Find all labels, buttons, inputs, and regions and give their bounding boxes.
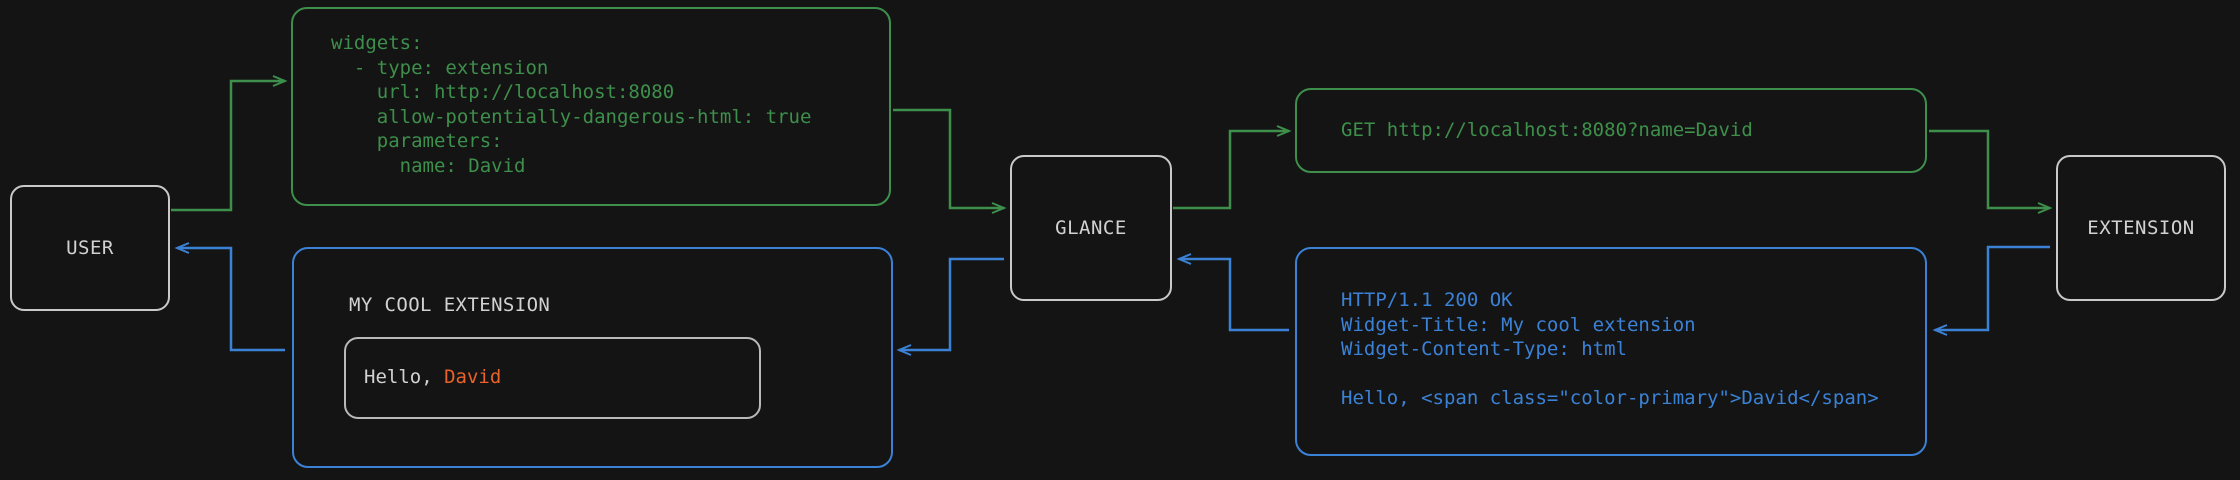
wire-glance-to-widget — [896, 257, 1004, 356]
wire-glance-to-request — [1173, 125, 1292, 210]
wire-response-to-glance — [1176, 253, 1289, 332]
wire-config-to-glance — [893, 108, 1007, 214]
widget-greeting-prefix: Hello, — [364, 366, 445, 388]
http-response-text: HTTP/1.1 200 OK Widget-Title: My cool ex… — [1341, 289, 1879, 409]
http-response-box: HTTP/1.1 200 OK Widget-Title: My cool ex… — [1295, 247, 1927, 456]
wire-extension-to-response — [1932, 245, 2050, 336]
node-glance: GLANCE — [1010, 155, 1172, 301]
yaml-config-text: widgets: - type: extension url: http://l… — [331, 32, 812, 177]
rendered-widget-box: MY COOL EXTENSION Hello, David — [292, 247, 893, 468]
http-request-box: GET http://localhost:8080?name=David — [1295, 88, 1927, 173]
wire-widget-to-user — [174, 242, 285, 352]
node-extension: EXTENSION — [2056, 155, 2226, 301]
node-user: USER — [10, 185, 170, 311]
node-extension-label: EXTENSION — [2087, 217, 2195, 239]
node-glance-label: GLANCE — [1055, 217, 1127, 239]
widget-greeting-name: David — [444, 366, 502, 388]
http-request-text: GET http://localhost:8080?name=David — [1341, 119, 1753, 141]
node-user-label: USER — [66, 237, 114, 259]
wire-user-to-config — [171, 75, 288, 212]
wire-request-to-extension — [1929, 129, 2053, 214]
yaml-config-box: widgets: - type: extension url: http://l… — [291, 7, 891, 206]
widget-content-panel: Hello, David — [344, 337, 761, 419]
widget-greeting-text: Hello, David — [364, 366, 501, 388]
widget-title: MY COOL EXTENSION — [349, 294, 551, 316]
